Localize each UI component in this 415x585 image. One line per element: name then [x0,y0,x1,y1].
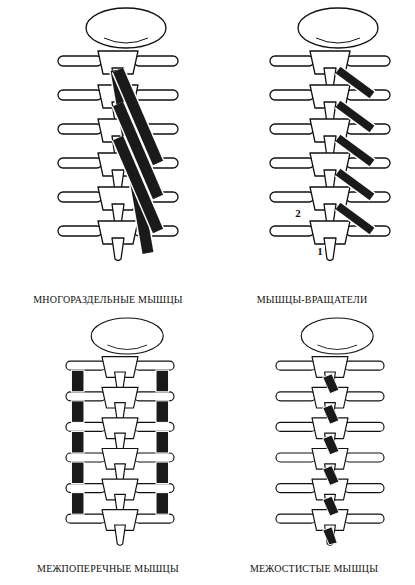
panel-caption: МЕЖПОПЕРЕЧНЫЕ МЫШЦЫ [37,563,179,575]
interspinales-drawing [276,318,384,545]
panel-caption: МЫШЦЫ-ВРАЩАТЕЛИ [257,294,368,306]
callout-number: 1 [315,245,325,258]
panel-caption: МЕЖОСТИСТЫЕ МЫШЦЫ [250,563,378,575]
intertransversarii-drawing [66,318,174,545]
rotatores-drawing [270,8,390,261]
callout-number: 2 [293,207,303,220]
panel-caption: МНОГОРАЗДЕЛЬНЫЕ МЫШЦЫ [33,294,182,306]
multifidus-drawing [58,8,178,261]
